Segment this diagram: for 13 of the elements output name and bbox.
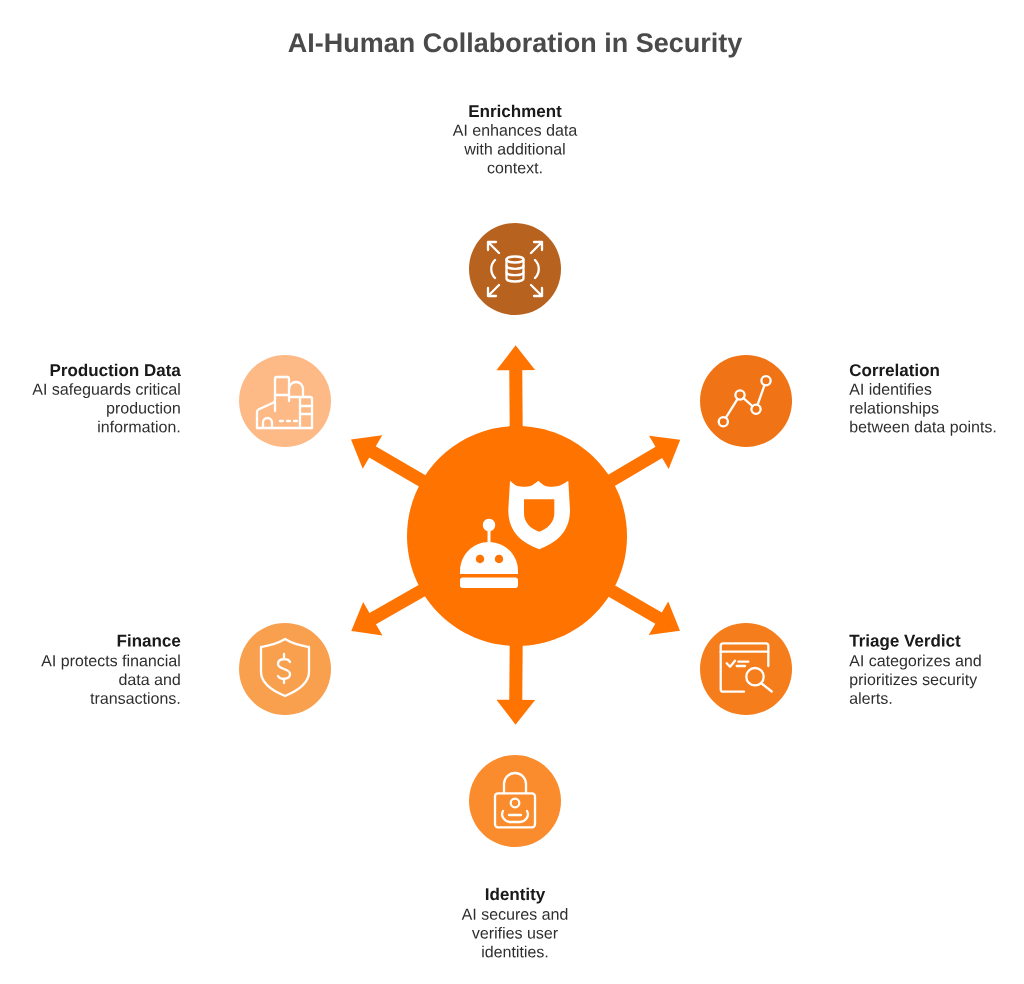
heading: Enrichment (469, 104, 562, 118)
heading: Triage Verdict (849, 634, 961, 651)
description: AI identifies relationships between data points. (849, 383, 996, 436)
description: AI safeguards critical production information. (32, 383, 180, 433)
description: AI secures and verifies user identities. (461, 908, 568, 958)
heading: Correlation (849, 363, 939, 377)
title: AI-Human Collaboration in Security (288, 32, 743, 58)
description: AI categorizes and prioritizes security alerts. (849, 654, 981, 704)
heading: Identity (485, 887, 546, 904)
description: AI protects financial data and transactions. (41, 654, 180, 704)
heading: Production Data (50, 363, 181, 377)
description: AI enhances data with additional context. (452, 124, 578, 174)
heading: Finance (117, 634, 181, 647)
